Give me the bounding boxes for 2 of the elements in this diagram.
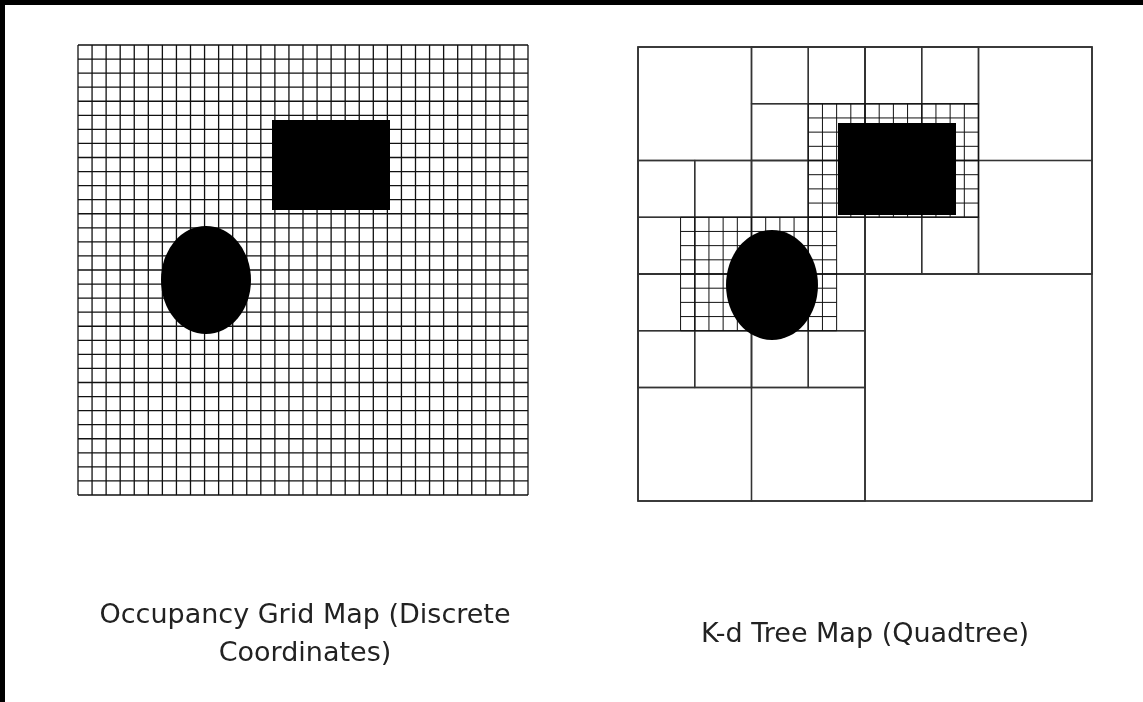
caption-text: K-d Tree Map (Quadtree) [699, 616, 1031, 650]
caption-text: Occupancy Grid Map (Discrete Coordinates) [98, 597, 512, 669]
